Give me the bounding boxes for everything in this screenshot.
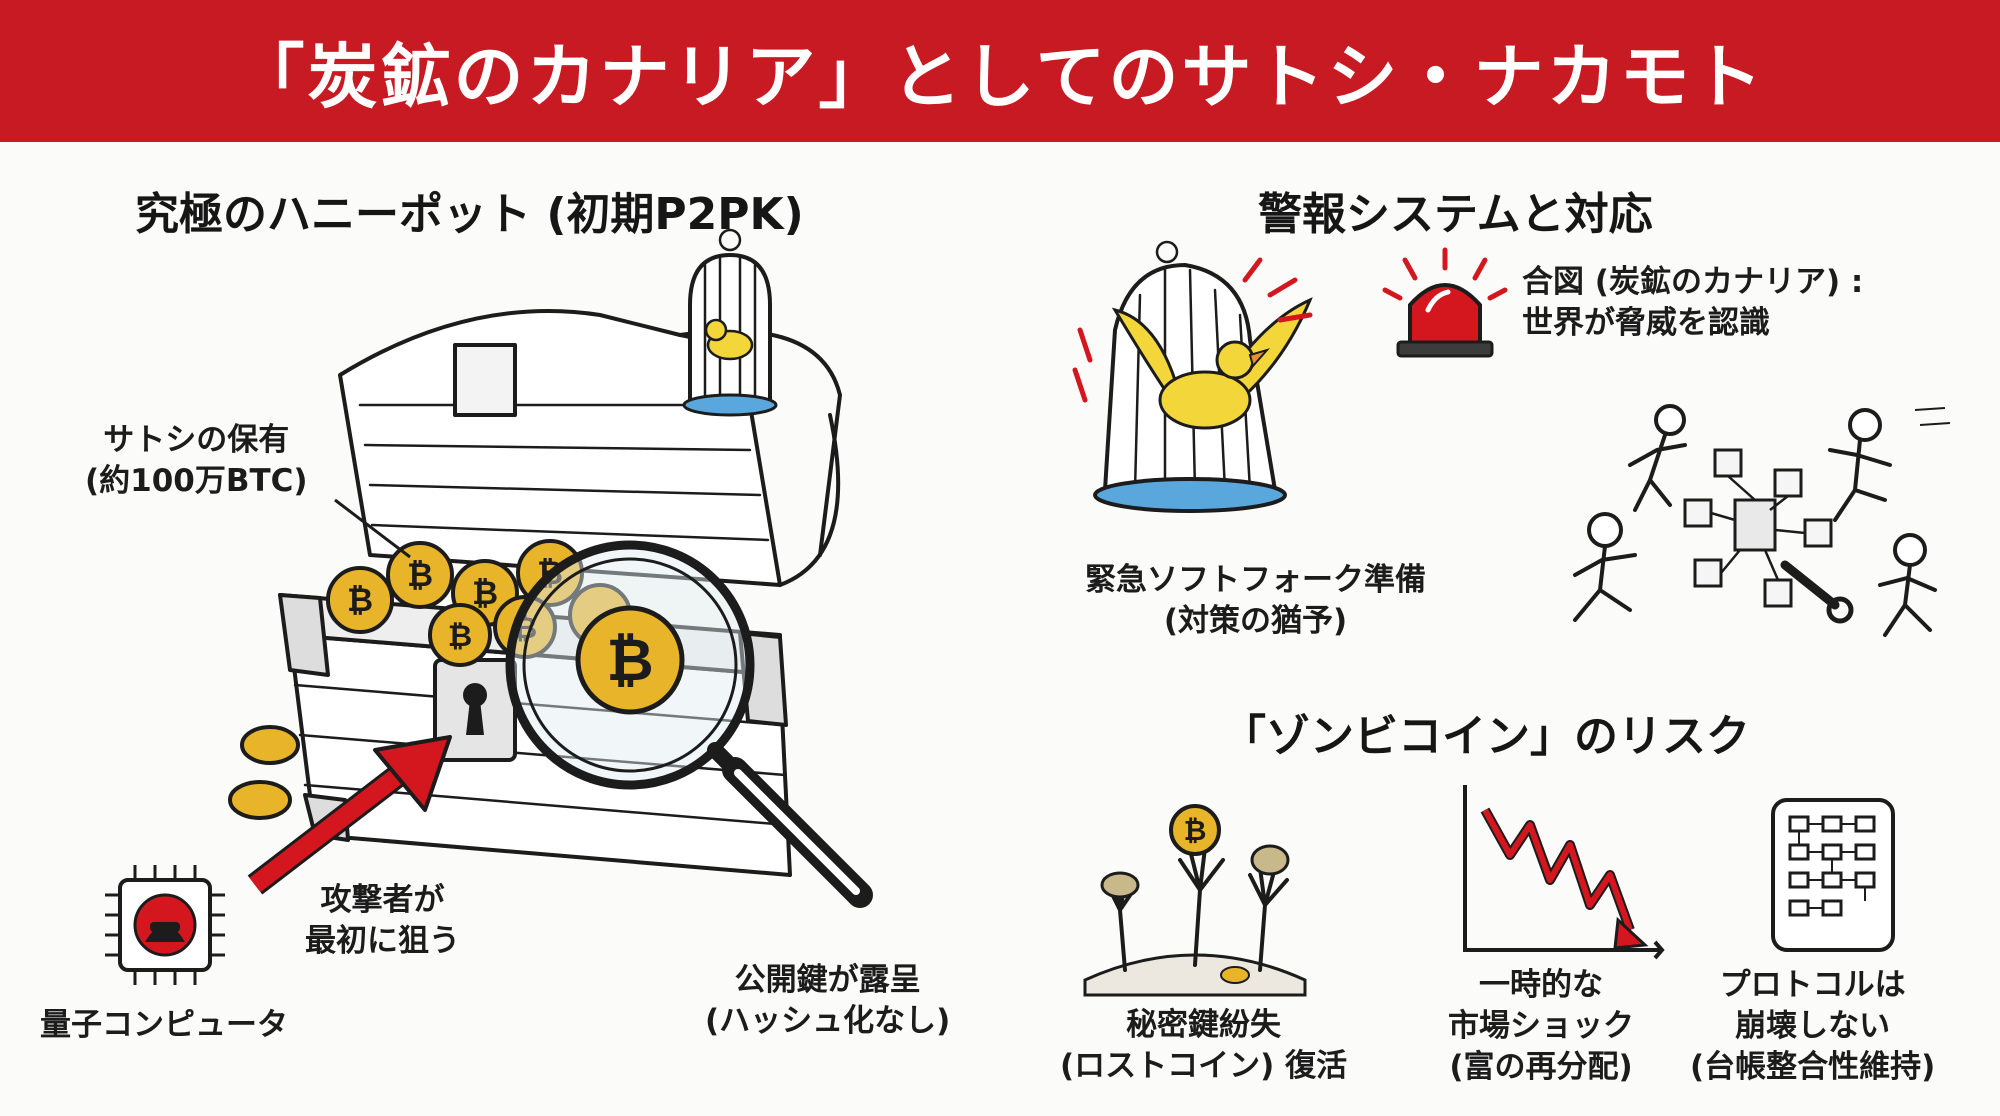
alarm-heading: 警報システムと対応 xyxy=(1258,189,1653,240)
alarm-siren-icon xyxy=(1382,247,1508,358)
title-banner: 「炭鉱のカナリア」としてのサトシ・ナカモト xyxy=(0,0,2000,142)
satoshi-holdings-label: サトシの保有 (約100万BTC) xyxy=(85,422,308,499)
svg-text:₿: ₿ xyxy=(606,626,653,694)
protocol-integrity-label: プロトコルは 崩壊しない (台帳整合性維持) xyxy=(1690,967,1936,1085)
svg-text:₿: ₿ xyxy=(1184,814,1207,847)
developers-repair-network-illustration xyxy=(1573,404,1951,637)
attacker-target-label: 攻撃者が 最初に狙う xyxy=(305,882,460,959)
svg-text:₿: ₿ xyxy=(448,619,472,654)
emergency-softfork-label: 緊急ソフトフォーク準備 (対策の猶予) xyxy=(1085,562,1426,639)
quantum-computer-chip-icon xyxy=(105,865,225,985)
page-title: 「炭鉱のカナリア」としてのサトシ・ナカモト xyxy=(234,35,1766,118)
honeypot-heading: 究極のハニーポット (初期P2PK) xyxy=(135,189,804,240)
svg-text:₿: ₿ xyxy=(472,574,498,612)
escaping-canary-cage-icon xyxy=(1072,240,1313,513)
zombie-heading: 「ゾンビコイン」のリスク xyxy=(1222,711,1750,762)
quantum-computer-label: 量子コンピュータ xyxy=(40,1007,288,1043)
magnifying-glass-icon: ₿ xyxy=(505,540,873,908)
market-shock-label: 一時的な 市場ショック (富の再分配) xyxy=(1448,967,1634,1085)
attack-arrow xyxy=(247,735,452,895)
svg-text:₿: ₿ xyxy=(347,581,373,619)
zombie-hands-coins-illustration: ₿ xyxy=(1083,804,1307,997)
svg-text:₿: ₿ xyxy=(407,556,433,594)
market-crash-chart-icon xyxy=(1463,785,1665,960)
treasure-chest-illustration: ₿ ₿ ₿ ₿ ₿ ₿ ₿ xyxy=(228,228,873,908)
holdings-pointer-line xyxy=(334,498,411,559)
lost-coins-revival-label: 秘密鍵紛失 (ロストコイン) 復活 xyxy=(1060,1007,1348,1084)
ledger-blocks-icon xyxy=(1771,798,1895,952)
public-key-exposed-label: 公開鍵が露呈 (ハッシュ化なし) xyxy=(705,962,951,1039)
canary-signal-label: 合図 (炭鉱のカナリア) : 世界が脅威を認識 xyxy=(1522,264,1864,341)
canary-cage-icon xyxy=(682,228,778,417)
